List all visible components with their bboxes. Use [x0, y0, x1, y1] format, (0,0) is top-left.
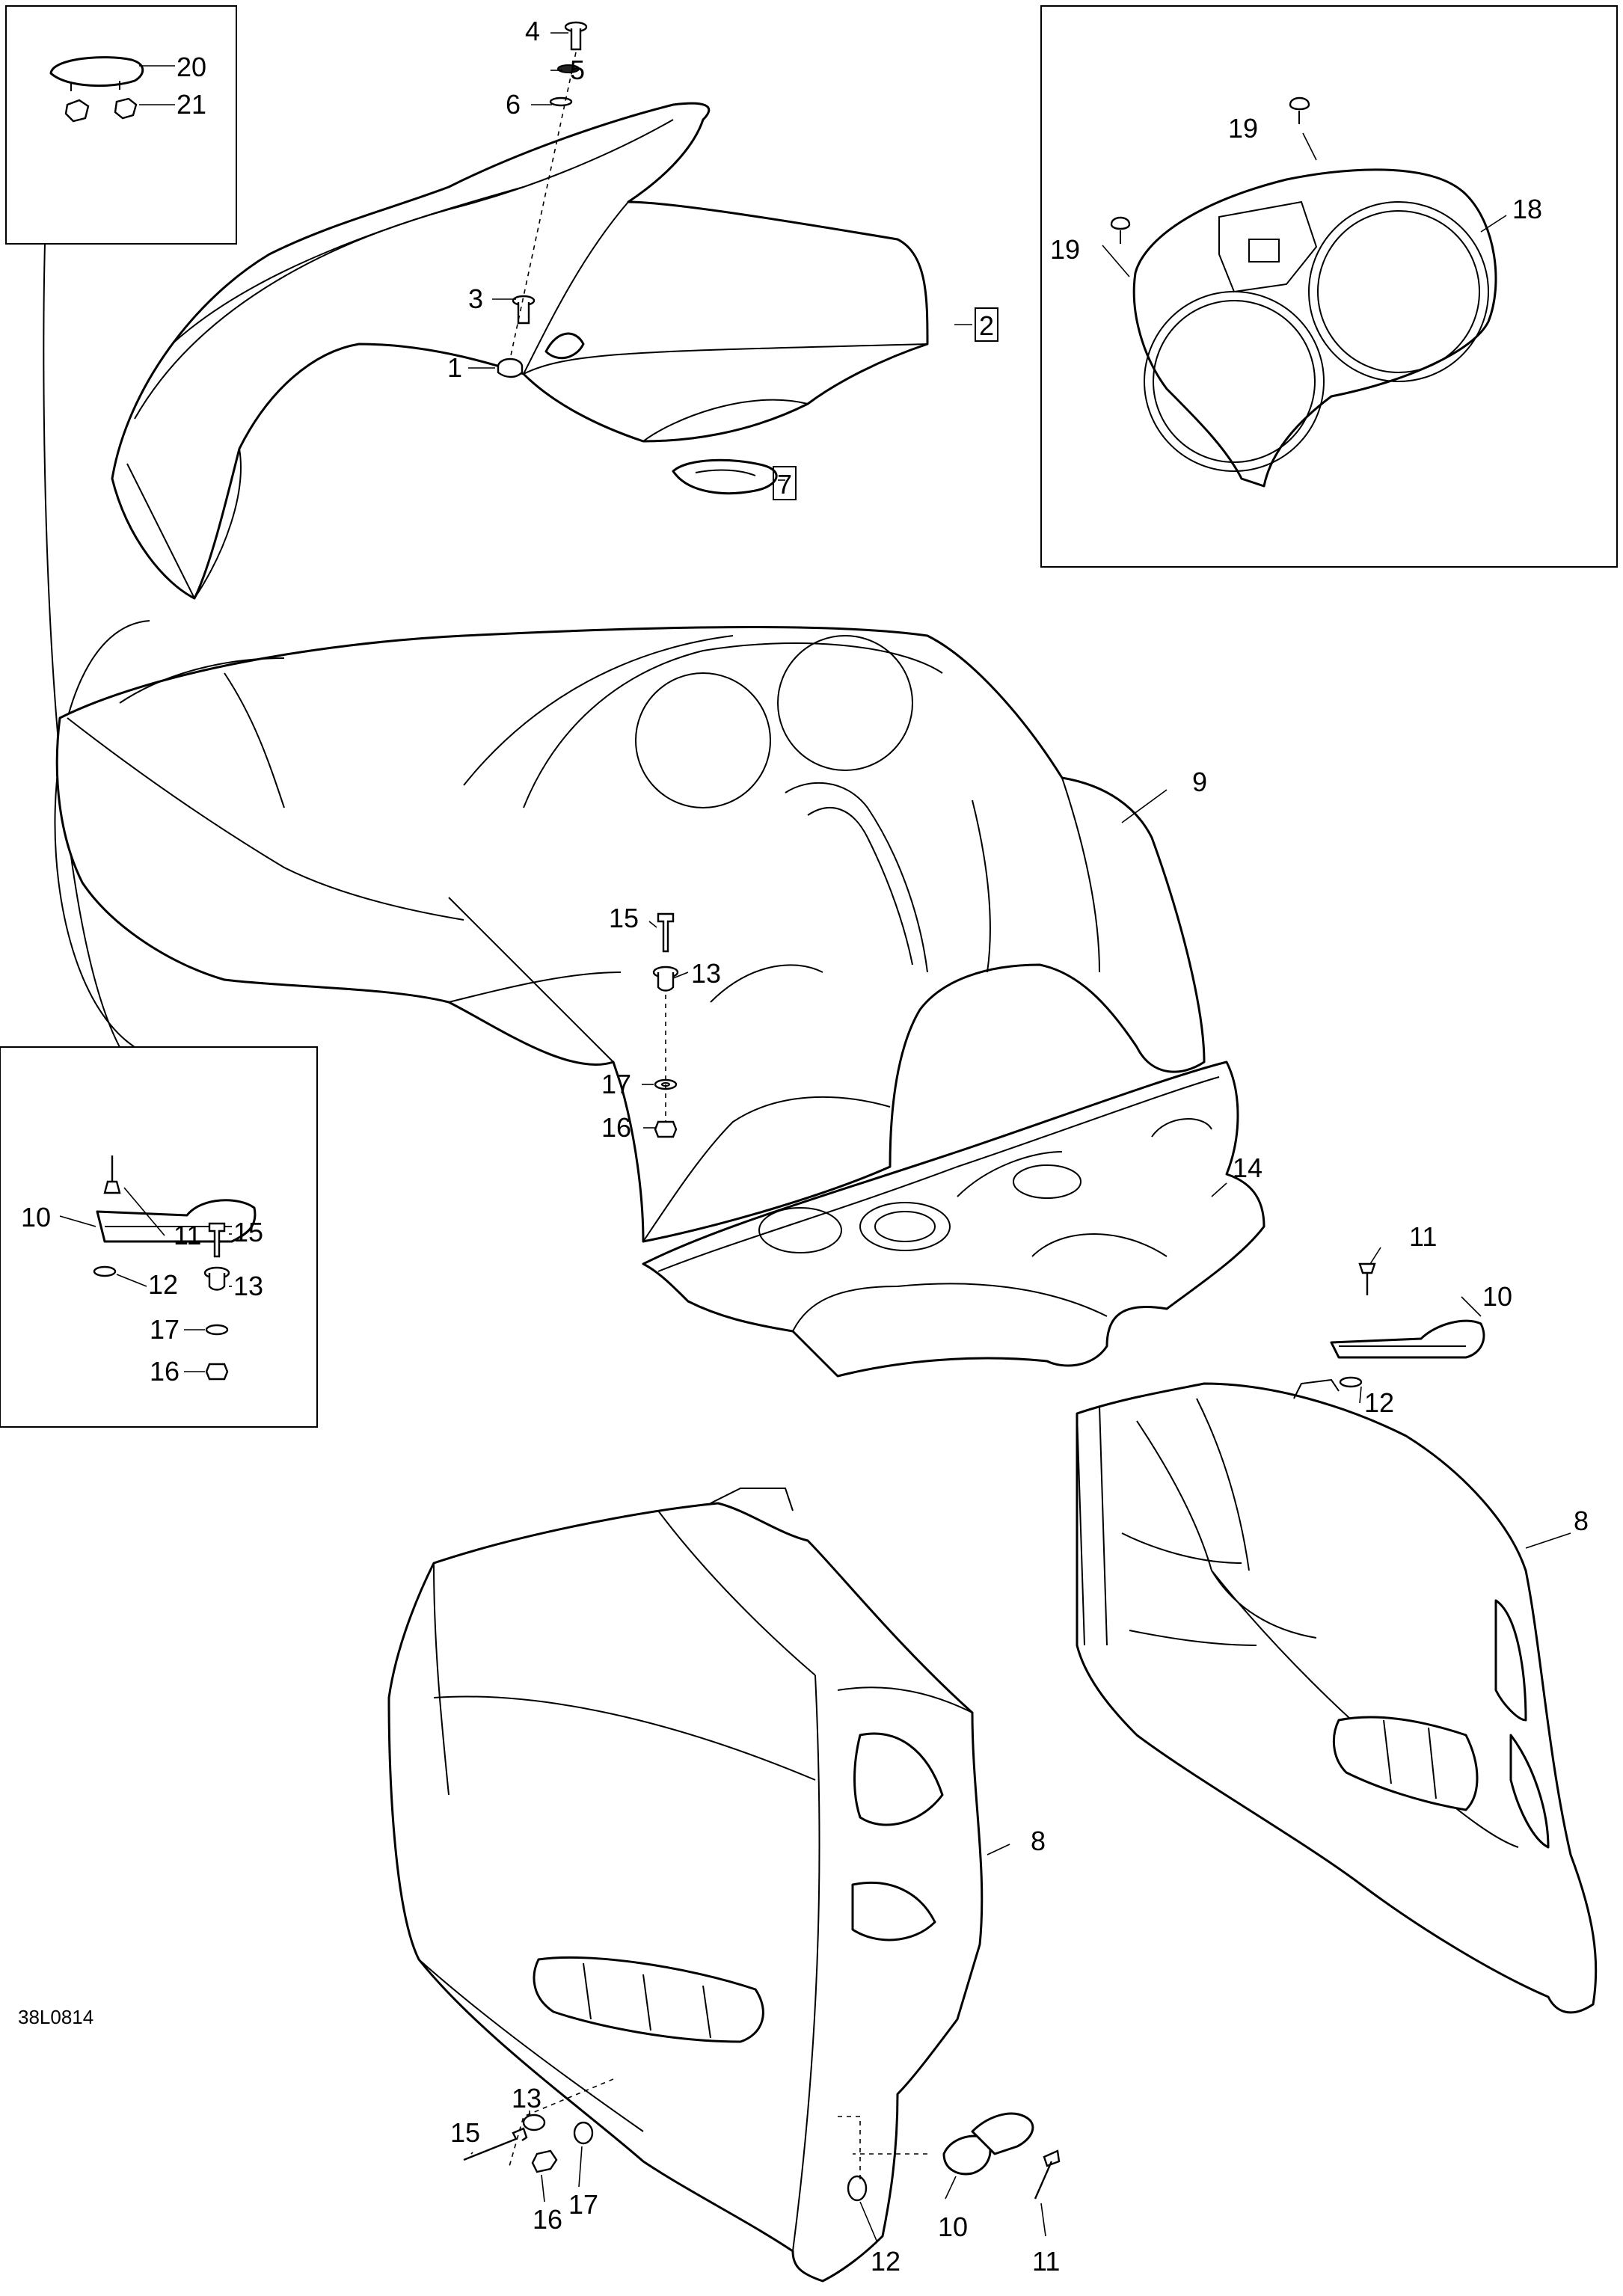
callout-15-bottom: 15 — [450, 2117, 480, 2148]
callout-14: 14 — [1233, 1152, 1262, 1183]
callout-8-bottom: 8 — [1031, 1826, 1046, 1856]
leader-lines — [59, 32, 1571, 2241]
callout-15-center: 15 — [609, 903, 639, 933]
callout-8-right: 8 — [1574, 1505, 1589, 1536]
callout-11-inset: 11 — [174, 1220, 201, 1250]
figure-code: 38L0814 — [18, 2006, 93, 2028]
nut-part-16-inset — [205, 1363, 229, 1381]
screw-part-15-inset — [208, 1222, 226, 1258]
callout-7: 7 — [777, 469, 792, 500]
callout-1: 1 — [447, 352, 462, 383]
callout-13-bottom: 13 — [512, 2083, 541, 2114]
callout-10-inset: 10 — [21, 1202, 51, 1233]
callout-17-bottom: 17 — [568, 2189, 598, 2220]
callout-11-bottom: 11 — [1032, 2246, 1060, 2277]
callout-16-inset: 16 — [150, 1356, 180, 1387]
washer-part-12-right — [1339, 1376, 1363, 1388]
bushing-part-13-bottom — [522, 2114, 546, 2131]
washer-part-6 — [549, 96, 573, 107]
inset-box-left — [0, 1046, 318, 1428]
callout-20: 20 — [177, 52, 206, 82]
callout-7-box — [773, 466, 797, 500]
reference-curve-left — [54, 620, 150, 1048]
deflector-part-7 — [672, 458, 778, 495]
handle-part-10-right — [1330, 1319, 1485, 1359]
screw-part-15-center — [657, 912, 675, 953]
washer-part-17-inset — [205, 1324, 229, 1336]
callout-16-center: 16 — [601, 1112, 631, 1143]
nut-part-21 — [64, 97, 138, 123]
nut-part-16-center — [654, 1120, 678, 1138]
windshield-part-2 — [111, 102, 929, 600]
callout-9: 9 — [1192, 767, 1207, 797]
handle-part-10-bottom — [942, 2112, 1034, 2176]
callout-5: 5 — [570, 55, 585, 85]
washer-part-17-bottom — [573, 2121, 594, 2145]
callout-16-bottom: 16 — [533, 2204, 562, 2235]
callout-19-left: 19 — [1050, 234, 1080, 265]
cap-part-20 — [49, 56, 144, 91]
push-pin-part-19-left — [1110, 216, 1131, 244]
callout-18: 18 — [1512, 194, 1542, 224]
inset-box-top-left — [5, 5, 237, 245]
callout-10-right: 10 — [1482, 1281, 1512, 1312]
inset-box-top-right — [1040, 5, 1618, 568]
callout-6: 6 — [506, 89, 521, 120]
callout-2-box — [975, 307, 998, 342]
callout-10-bottom: 10 — [938, 2211, 968, 2242]
washer-part-12-inset — [93, 1265, 117, 1277]
callout-13-inset: 13 — [233, 1271, 263, 1301]
screw-part-4 — [564, 21, 588, 51]
callout-15-inset: 15 — [233, 1217, 263, 1247]
callout-3: 3 — [468, 283, 483, 314]
side-panel-part-8-right — [1076, 1378, 1598, 2014]
washer-part-5 — [557, 64, 580, 73]
bushing-part-13-inset — [203, 1266, 230, 1291]
gauge-bezel-part-18 — [1132, 168, 1497, 488]
bushing-part-13-center — [652, 966, 679, 992]
callout-13-center: 13 — [691, 958, 721, 989]
rivet-part-11-bottom — [1034, 2149, 1061, 2200]
trim-panel-part-14 — [642, 1060, 1265, 1378]
rivet-part-11-inset — [103, 1155, 121, 1194]
washer-part-12-bottom — [847, 2175, 868, 2202]
callout-labels: 1 2 3 4 5 6 7 8 8 9 10 10 10 11 11 11 12… — [18, 16, 1589, 2277]
callout-12-inset: 12 — [148, 1269, 178, 1300]
nut-part-16-bottom — [531, 2149, 558, 2173]
callout-4: 4 — [525, 16, 540, 46]
console-part-9 — [55, 625, 1206, 1243]
push-pin-part-19-top — [1289, 96, 1310, 124]
callout-11-right: 11 — [1409, 1221, 1437, 1252]
callout-21: 21 — [177, 89, 206, 120]
rivet-part-11-right — [1358, 1262, 1376, 1295]
callout-12-right: 12 — [1364, 1387, 1394, 1418]
reference-curve-top-left — [43, 243, 120, 1048]
side-panel-part-8-left — [387, 1488, 984, 2283]
grommet-part-1 — [497, 357, 524, 378]
callout-12-bottom: 12 — [871, 2246, 901, 2277]
callout-17-center: 17 — [601, 1069, 631, 1099]
callout-19-top: 19 — [1228, 113, 1258, 144]
callout-2: 2 — [979, 310, 994, 341]
screw-part-15-bottom — [463, 2127, 528, 2161]
callout-17-inset: 17 — [150, 1314, 180, 1345]
